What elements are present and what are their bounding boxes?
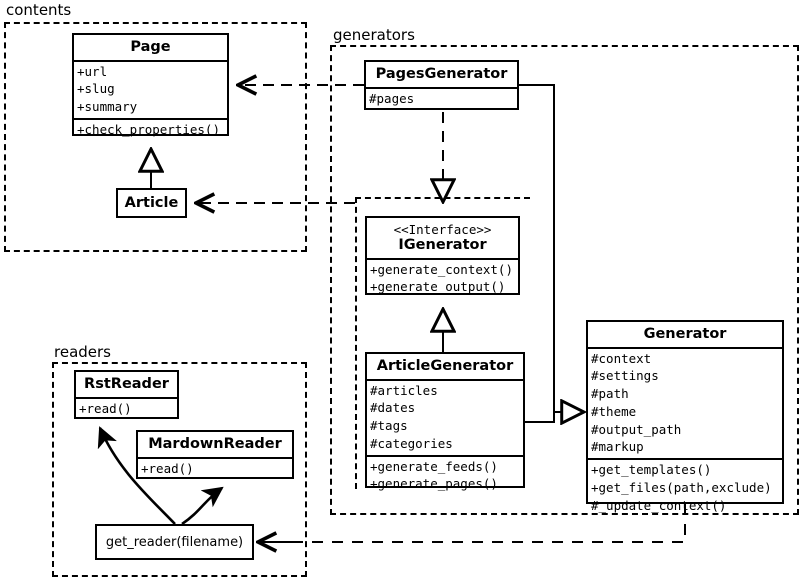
class-articlegenerator-title: ArticleGenerator (376, 358, 514, 374)
class-generator-attributes: #context #settings #path #theme #output_… (588, 346, 782, 459)
class-rstreader-method-0: +read() (79, 400, 132, 416)
class-page-methods: +check_properties() (74, 117, 227, 141)
class-articlegenerator-methods: +generate_feeds() +generate_pages() (367, 454, 523, 496)
class-generator-attr-3: #theme (591, 403, 637, 419)
class-rstreader-title: RstReader (84, 376, 169, 392)
class-page-title: Page (130, 39, 171, 55)
class-generator-attr-4: #output_path (591, 421, 682, 437)
class-generator-attr-5: #markup (591, 439, 644, 455)
class-page-attr-2: +summary (77, 99, 138, 115)
class-igenerator-method-0: +generate_context() (370, 261, 513, 277)
class-rstreader[interactable]: RstReader +read() (74, 370, 179, 419)
class-pagesgenerator-attr-0: #pages (369, 90, 415, 106)
class-articlegenerator-attr-1: #dates (370, 400, 416, 416)
class-igenerator[interactable]: <<Interface>> IGenerator +generate_conte… (365, 216, 520, 295)
class-generator-attr-0: #context (591, 350, 652, 366)
class-rstreader-methods: +read() (76, 396, 177, 420)
class-mardownreader-methods: +read() (138, 456, 292, 480)
class-articlegenerator-attr-3: #categories (370, 435, 453, 451)
class-mardownreader-method-0: +read() (141, 460, 194, 476)
class-generator-title: Generator (643, 326, 727, 342)
package-readers-border (52, 362, 307, 577)
class-page-attr-0: +url (77, 63, 108, 79)
class-generator-attr-1: #settings (591, 368, 659, 384)
package-generators-label: generators (331, 26, 417, 44)
class-pagesgenerator[interactable]: PagesGenerator #pages (364, 60, 519, 110)
class-articlegenerator-attr-0: #articles (370, 382, 438, 398)
class-generator-method-2: #_update_context() (591, 497, 727, 513)
class-pagesgenerator-title: PagesGenerator (375, 66, 508, 82)
class-article-title: Article (124, 195, 179, 211)
class-articlegenerator-method-0: +generate_feeds() (370, 458, 498, 474)
package-contents-label: contents (4, 1, 74, 19)
class-page[interactable]: Page +url +slug +summary +check_properti… (72, 33, 229, 137)
class-generator-method-0: +get_templates() (591, 462, 712, 478)
class-page-attributes: +url +slug +summary (74, 59, 227, 118)
class-generator-attr-2: #path (591, 386, 629, 402)
class-generator[interactable]: Generator #context #settings #path #them… (586, 320, 784, 513)
class-generator-method-1: +get_files(path,exclude) (591, 479, 772, 495)
class-articlegenerator-method-1: +generate_pages() (370, 476, 498, 492)
class-articlegenerator-attributes: #articles #dates #tags #categories (367, 378, 523, 455)
class-igenerator-stereotype: <<Interface>> (393, 222, 492, 237)
class-mardownreader[interactable]: MardownReader +read() (136, 430, 294, 479)
class-page-method-0: +check_properties() (77, 121, 220, 137)
class-mardownreader-title: MardownReader (148, 436, 282, 452)
package-contents-border (4, 22, 307, 252)
class-articlegenerator-attr-2: #tags (370, 418, 408, 434)
class-igenerator-methods: +generate_context() +generate_output() (367, 257, 518, 299)
class-page-attr-1: +slug (77, 81, 115, 97)
class-articlegenerator[interactable]: ArticleGenerator #articles #dates #tags … (365, 352, 525, 491)
class-generator-methods: +get_templates() +get_files(path,exclude… (588, 458, 782, 516)
class-pagesgenerator-attributes: #pages (366, 86, 517, 110)
class-igenerator-method-1: +generate_output() (370, 279, 506, 295)
function-get-reader-label: get_reader(filename) (105, 534, 244, 550)
class-article[interactable]: Article (116, 188, 187, 218)
class-igenerator-title: <<Interface>> IGenerator (367, 218, 518, 258)
class-igenerator-name: IGenerator (398, 237, 487, 253)
package-readers-label: readers (52, 343, 113, 361)
function-get-reader[interactable]: get_reader(filename) (95, 524, 254, 560)
